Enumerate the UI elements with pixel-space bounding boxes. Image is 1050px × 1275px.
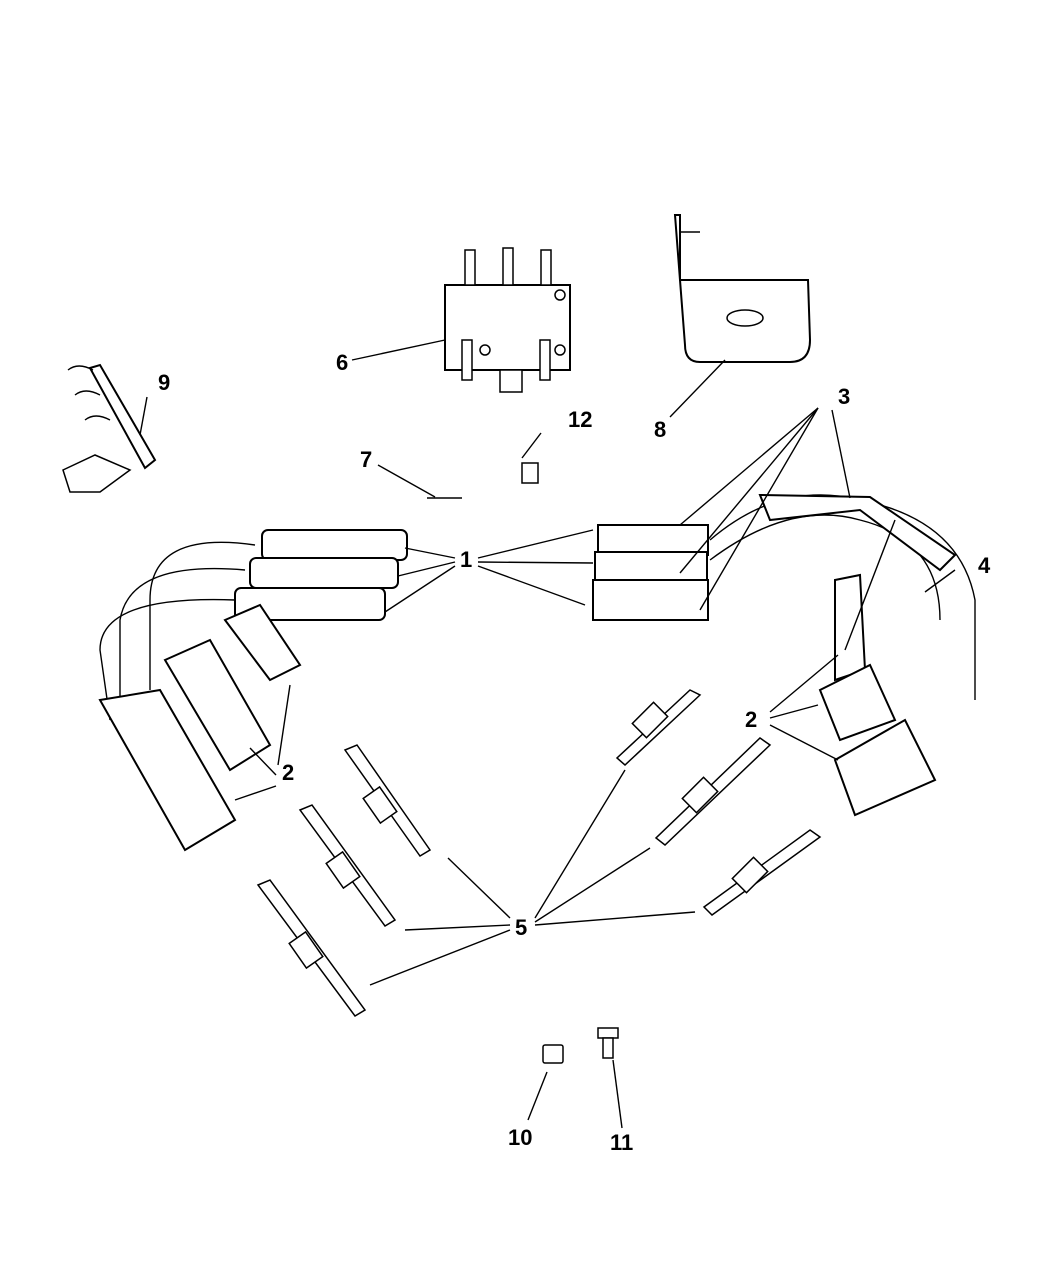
wire-separator-clip[interactable] [62, 363, 157, 493]
callout-11: 11 [610, 1130, 633, 1155]
callout-3: 3 [838, 384, 850, 409]
callout-6: 6 [336, 350, 348, 375]
callout-10: 10 [508, 1125, 532, 1150]
callout-1: 1 [460, 547, 472, 572]
callout-8: 8 [654, 417, 666, 442]
spark-plug-group[interactable] [256, 689, 822, 1017]
callout-2-right: 2 [745, 707, 757, 732]
callout-labels: 1 2 2 3 4 5 6 7 8 9 10 11 12 [158, 350, 991, 1155]
spark-plug[interactable] [654, 737, 772, 846]
ignition-coil-pack[interactable] [444, 247, 571, 393]
nut[interactable] [521, 462, 539, 484]
spark-plug[interactable] [298, 804, 397, 927]
spark-plug[interactable] [343, 744, 432, 858]
bolt[interactable] [597, 1027, 619, 1059]
left-ignition-wires[interactable] [98, 529, 408, 852]
callout-4: 4 [978, 553, 991, 578]
nut-clip[interactable] [542, 1044, 564, 1064]
spark-plug[interactable] [256, 879, 367, 1017]
right-ignition-wires[interactable] [592, 493, 976, 817]
callout-7: 7 [360, 447, 372, 472]
callout-2-left: 2 [282, 760, 294, 785]
leader-lines [139, 339, 956, 1129]
callout-5: 5 [515, 915, 527, 940]
spark-plug[interactable] [615, 689, 702, 767]
callout-9: 9 [158, 370, 170, 395]
spark-plug[interactable] [702, 829, 822, 916]
callout-12: 12 [568, 407, 592, 432]
coil-bracket[interactable] [673, 214, 812, 363]
